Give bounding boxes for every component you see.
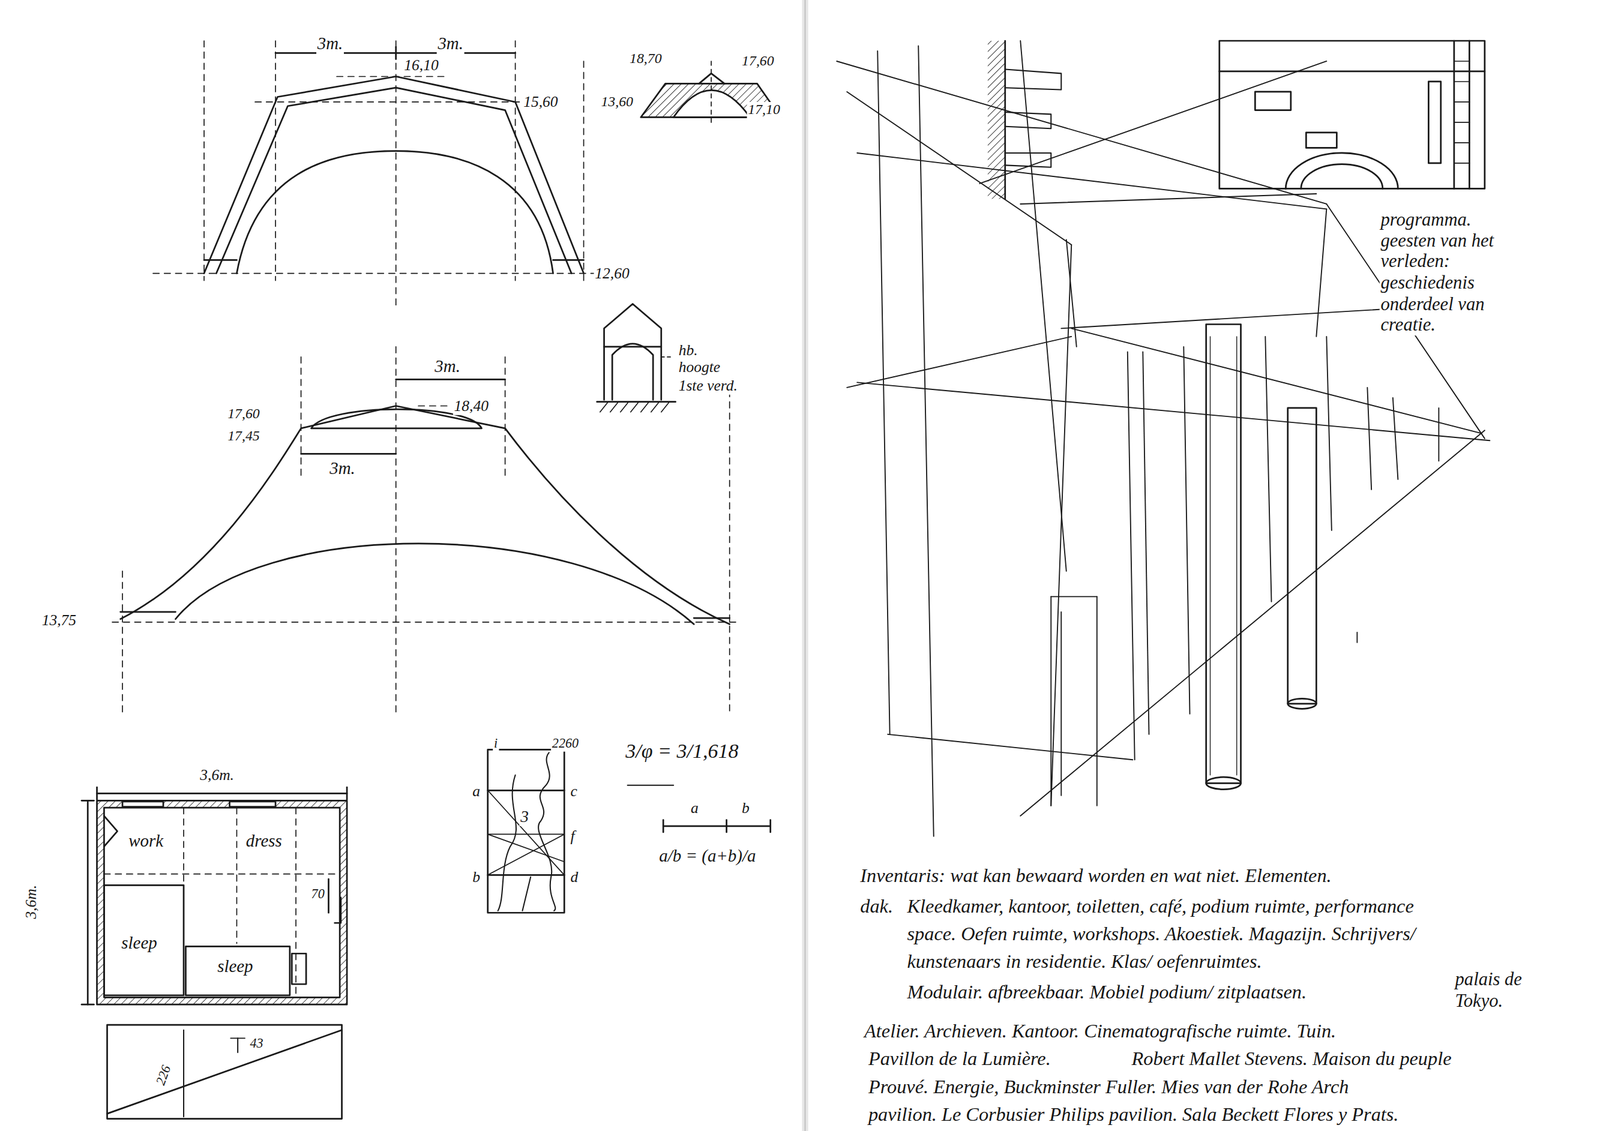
handwritten-note: space. Oefen ruimte, workshops. Akoestie… [906, 923, 1417, 946]
sketch-annotation: 43 [249, 1036, 265, 1052]
sketch-annotation: b [471, 869, 482, 887]
sketch-annotation: f [569, 828, 576, 846]
sketch-annotation: b [740, 800, 751, 818]
sketch-annotation: 12,60 [594, 265, 631, 283]
handwritten-note: programma. geesten van het verleden: ges… [1379, 208, 1497, 336]
sketch-annotation: 13,75 [40, 612, 78, 630]
handwritten-note: pavilion. Le Corbusier Philips pavilion.… [867, 1103, 1400, 1126]
handwritten-note: kunstenaars in residentie. Klas/ oefenru… [906, 950, 1263, 973]
sketch-annotation: work [127, 831, 165, 852]
sketch-annotation: dress [244, 831, 283, 852]
handwritten-note: Robert Mallet Stevens. Maison du peuple [1130, 1047, 1453, 1071]
handwritten-note: Prouvé. Energie, Buckminster Fuller. Mie… [867, 1076, 1350, 1099]
sketch-annotation: 2260 [550, 736, 580, 752]
sketch-annotation: 3m. [436, 33, 465, 54]
handwritten-note: Pavillon de la Lumière. [867, 1047, 1052, 1071]
sketch-annotation: c [569, 783, 579, 801]
sketch-annotation: a [689, 800, 700, 818]
sketch-annotation: 17,10 [747, 102, 782, 119]
sketch-annotation: 16,10 [403, 57, 440, 75]
sketch-annotation: 13,60 [600, 93, 635, 110]
sketch-annotation: 3m. [328, 459, 356, 479]
sketch-annotation: sleep [120, 933, 159, 954]
sketch-annotation: 3,6m. [199, 766, 236, 785]
sketch-annotation: 70 [310, 887, 326, 903]
handwritten-note: Kleedkamer, kantoor, toiletten, café, po… [906, 895, 1416, 918]
sketch-annotation: 17,60 [740, 52, 775, 70]
sketch-annotation: 18,70 [628, 51, 663, 68]
sketch-annotation: 18,40 [453, 397, 490, 416]
sketch-annotation: d [569, 869, 580, 887]
sketch-annotation: 17,45 [226, 428, 261, 445]
sketch-annotation: 3m. [433, 357, 462, 377]
sketch-annotation: 3m. [316, 33, 344, 54]
sketch-annotation: hb. hoogte 1ste verd. [677, 341, 741, 395]
handwritten-note: palais de Tokyo. [1454, 969, 1538, 1012]
sketch-annotation: 15,60 [522, 93, 560, 112]
sketch-annotation: 17,60 [226, 405, 261, 422]
sketch-annotation: 3 [519, 807, 530, 827]
sketch-annotation: sleep [216, 956, 254, 977]
handwritten-note: Modulair. afbreekbaar. Mobiel podium/ zi… [906, 981, 1308, 1004]
sketch-annotation: i [492, 736, 499, 752]
sketch-annotation: 3,6m. [22, 884, 40, 921]
handwritten-note: Atelier. Archieven. Kantoor. Cinematogra… [863, 1020, 1337, 1043]
sketch-annotation: a [471, 783, 482, 801]
handwritten-note: Inventaris: wat kan bewaard worden en wa… [859, 864, 1333, 888]
sketch-annotation: a/b = (a+b)/a [658, 846, 757, 867]
sketch-annotation: 3/φ = 3/1,618 [624, 739, 740, 763]
handwritten-note: dak. [859, 895, 895, 918]
